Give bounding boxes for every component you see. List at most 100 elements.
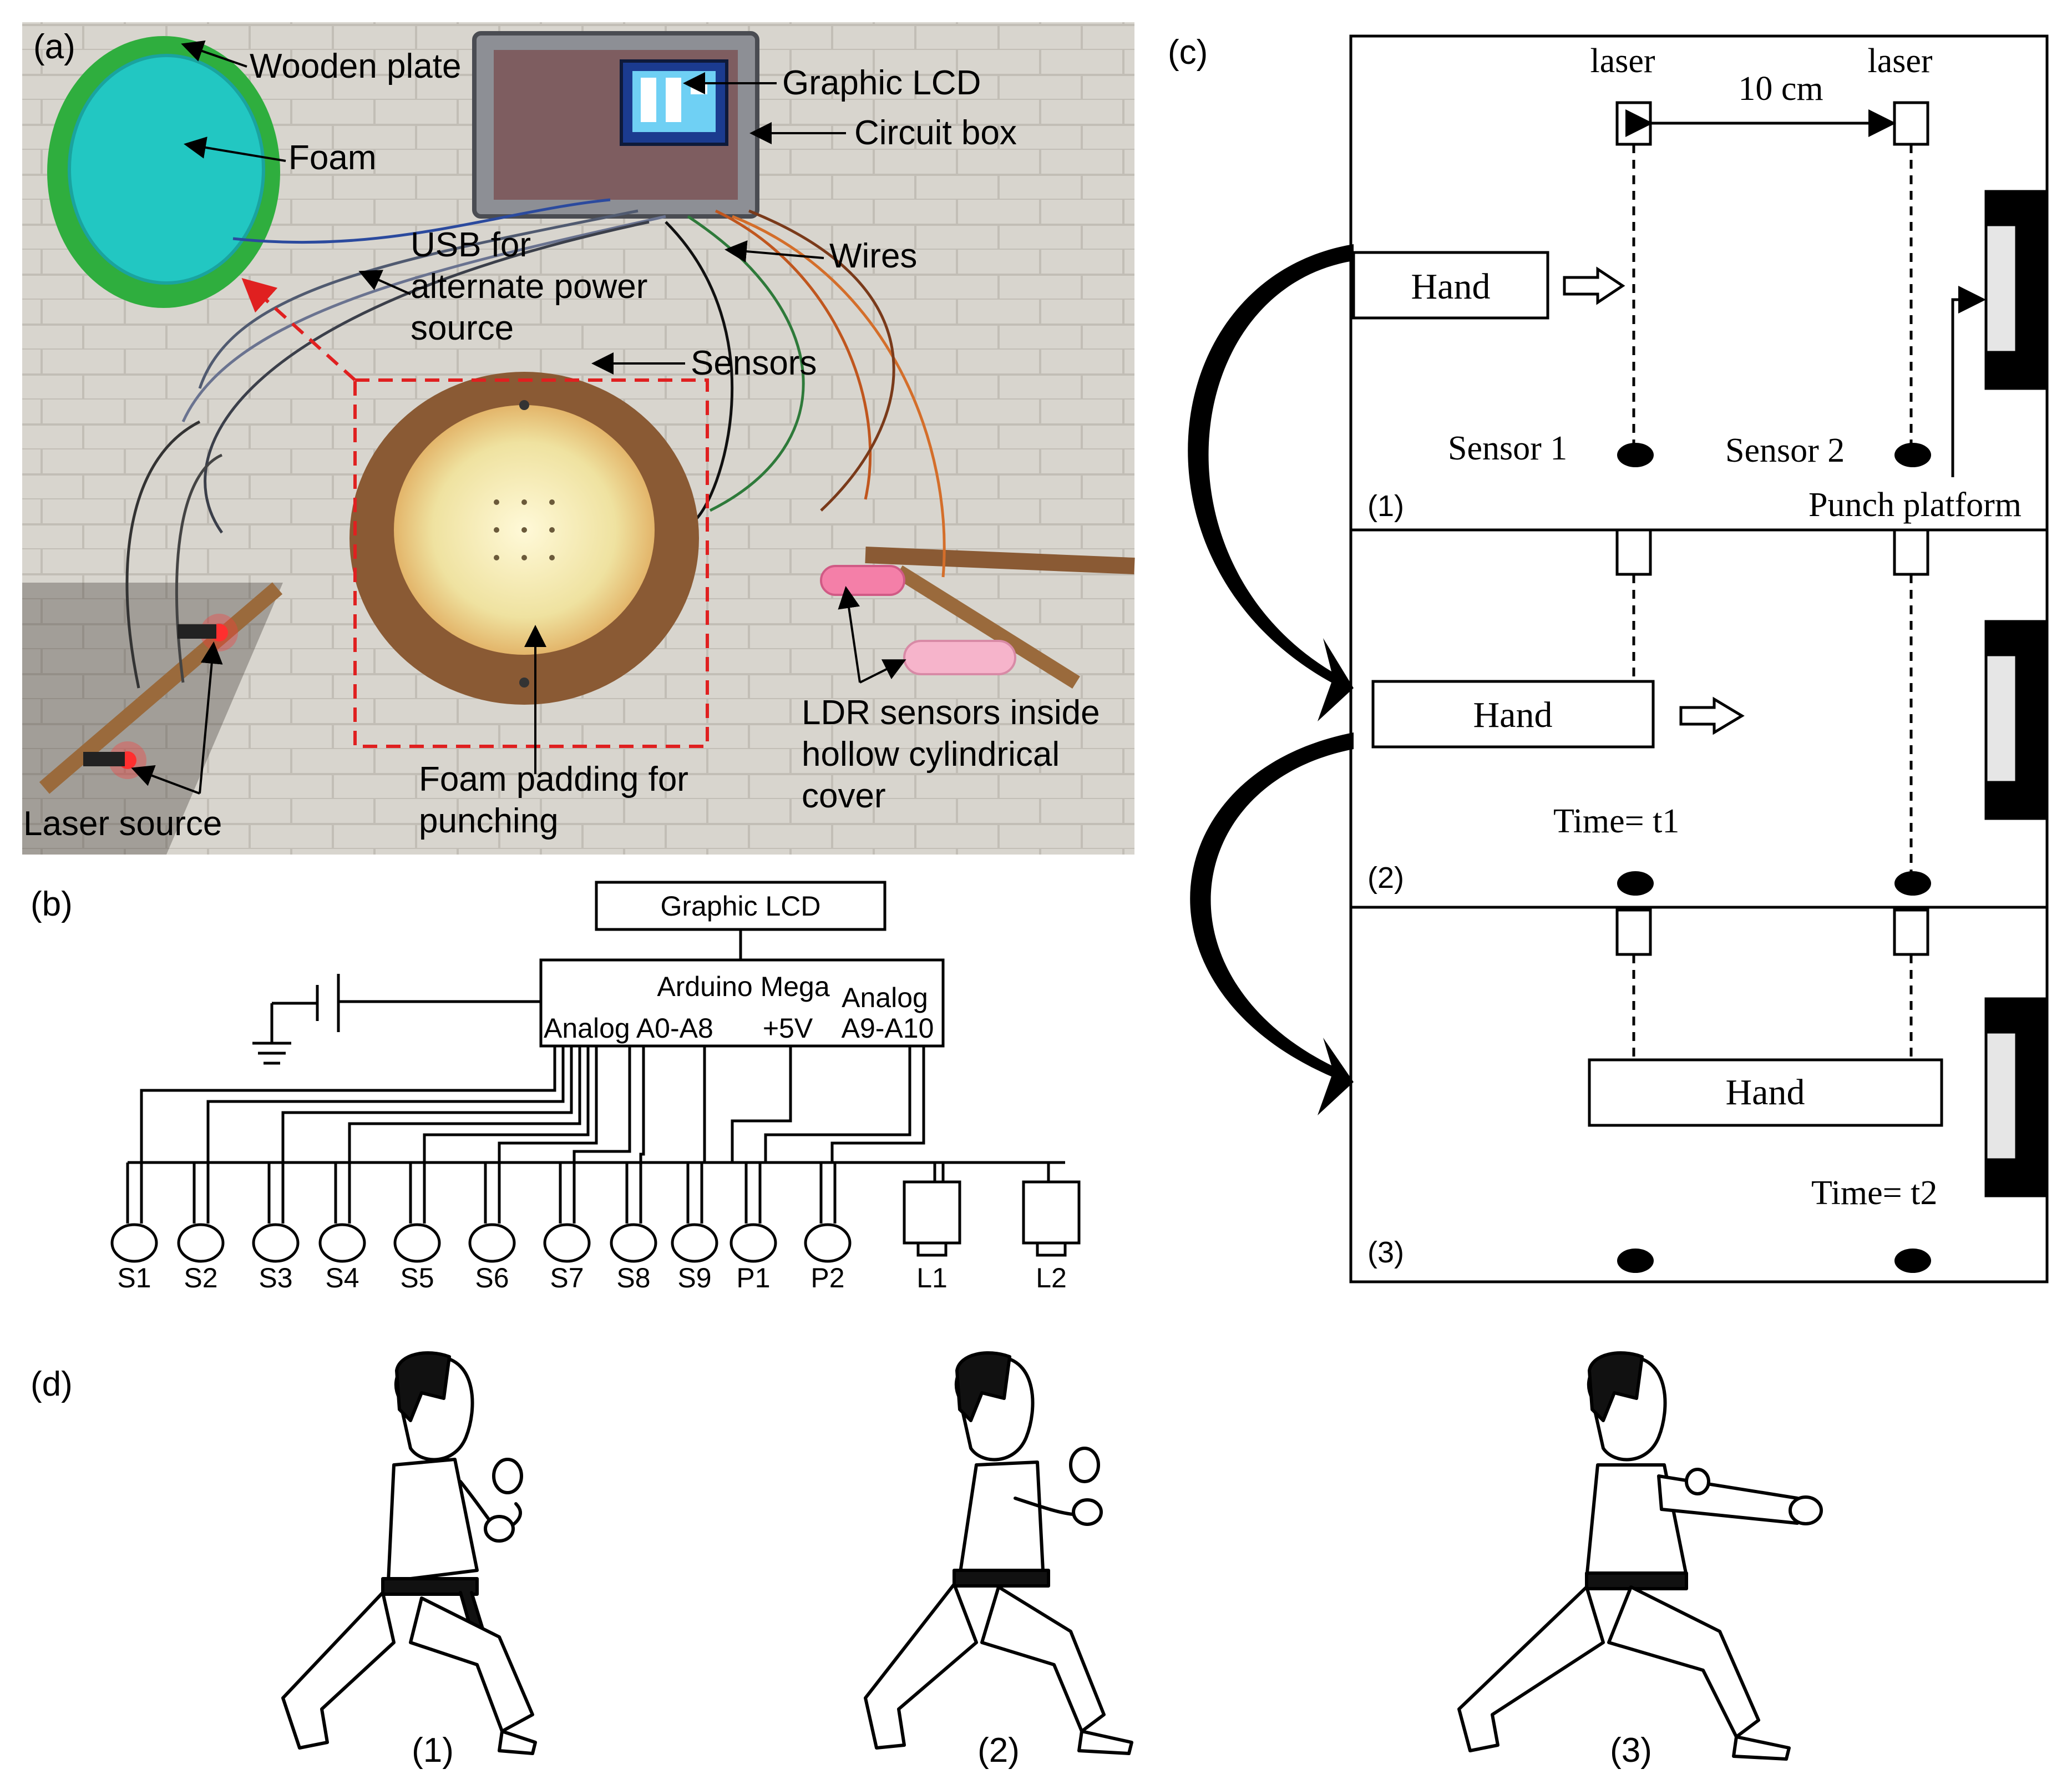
label-foam: Foam	[288, 139, 376, 177]
laser-2-stage-1	[1893, 101, 1929, 146]
wooden-rod-right	[865, 547, 1135, 574]
step-label-d1: (1)	[412, 1731, 454, 1770]
analog-a0-a8-label: Analog A0-A8	[544, 1013, 713, 1044]
step-label-c3: (3)	[1367, 1236, 1404, 1269]
time-t2-label: Time= t2	[1811, 1174, 1937, 1212]
panel-b	[110, 881, 1081, 1263]
hand-stage-1[interactable]	[1352, 251, 1549, 320]
punching-arm	[1657, 1474, 1799, 1525]
hand-stage-2[interactable]	[1371, 680, 1655, 749]
move-arrow-1	[1563, 266, 1625, 305]
hand-stage-3[interactable]	[1588, 1058, 1943, 1127]
black-belt	[953, 1569, 1050, 1588]
analog-a9-a10-label: A9-A10	[842, 1013, 934, 1044]
sensor-label: S6	[475, 1262, 509, 1293]
transition-arrow-2	[1190, 732, 1354, 1115]
step-label-d2: (2)	[977, 1731, 1020, 1770]
laser-2-label: laser	[1867, 42, 1932, 80]
laser-2-stage-3	[1893, 908, 1929, 956]
fist-chamber	[1685, 1468, 1710, 1495]
panel-c-text: laser laser 10 cm Hand Sensor 1 Sensor 2…	[1367, 42, 2022, 1269]
sensor-label: S4	[325, 1262, 359, 1293]
label-ldr-1: LDR sensors inside	[802, 694, 1100, 732]
sensor-label: S3	[259, 1262, 292, 1293]
sensor-2-dot	[1894, 443, 1931, 467]
ldr-sensor-2	[903, 640, 1016, 675]
sensor-1-dot	[1617, 1249, 1654, 1273]
step-label-c1: (1)	[1367, 489, 1404, 523]
back-leg	[281, 1591, 396, 1750]
graphic-lcd-box	[595, 881, 886, 931]
label-ldr-3: cover	[802, 777, 886, 815]
punch-platform-label: Punch platform	[1808, 486, 2022, 524]
panel-label-c: (c)	[1168, 33, 1208, 72]
step-label-c2: (2)	[1367, 861, 1404, 894]
sensor-label: P1	[736, 1262, 770, 1293]
panel-d	[281, 1351, 1823, 1761]
panel-label-b: (b)	[31, 885, 73, 923]
label-laser-source: Laser source	[23, 805, 222, 843]
panel-d-text: (1) (2) (3)	[412, 1731, 1652, 1770]
wooden-rod-right-diag	[895, 565, 1080, 689]
sensor-label: P2	[810, 1262, 844, 1293]
sensor-label: S5	[400, 1262, 434, 1293]
sensor-label: S2	[184, 1262, 217, 1293]
arduino-mega-box	[539, 958, 945, 1048]
laser-1-stage-3	[1615, 908, 1652, 956]
panel-label-a: (a)	[33, 28, 75, 66]
move-arrow-2	[1679, 696, 1745, 735]
gi-top	[387, 1458, 479, 1583]
sensor-2-label: Sensor 2	[1725, 432, 1845, 469]
laser-1-stage-1	[1615, 101, 1652, 146]
black-belt	[1585, 1571, 1688, 1590]
transition-arrow-1	[1188, 244, 1354, 721]
fist-1	[492, 1458, 523, 1494]
analog-label: Analog	[842, 982, 928, 1013]
fist-1	[1069, 1447, 1100, 1483]
fist-punch	[1789, 1495, 1823, 1525]
hand-label-1: Hand	[1411, 266, 1491, 307]
karate-figure-1	[281, 1351, 537, 1755]
label-foam-padding-2: punching	[419, 802, 559, 840]
label-circuit-box: Circuit box	[854, 114, 1017, 152]
back-leg	[864, 1583, 978, 1750]
plus-5v-label: +5V	[763, 1013, 813, 1044]
lcd-label: Graphic LCD	[661, 891, 821, 922]
sensor-label: S1	[117, 1262, 151, 1293]
fist-2	[484, 1515, 515, 1543]
foam-highlight-box	[353, 378, 709, 748]
panel-label-d: (d)	[31, 1365, 73, 1403]
label-usb-1: USB for	[411, 226, 531, 264]
punch-platform-pad-3	[1984, 1030, 2018, 1161]
front-leg	[980, 1585, 1106, 1733]
laser-label: L2	[1036, 1262, 1067, 1293]
gi-top	[958, 1460, 1045, 1578]
sensor-1-dot	[1617, 443, 1654, 467]
label-ldr-2: hollow cylindrical	[802, 735, 1060, 774]
sensor-label: S9	[677, 1262, 711, 1293]
sensor-2-dot	[1894, 871, 1931, 896]
label-wooden-plate: Wooden plate	[250, 47, 461, 85]
time-t1-label: Time= t1	[1553, 802, 1679, 840]
front-leg	[1607, 1585, 1760, 1738]
fist-2	[1072, 1498, 1103, 1526]
label-usb-2: alternate power	[411, 267, 647, 306]
distance-label: 10 cm	[1738, 70, 1823, 108]
laser-1-stage-2	[1615, 528, 1652, 576]
sensor-2-dot	[1894, 1249, 1931, 1273]
arduino-label: Arduino Mega	[657, 971, 829, 1002]
label-usb-3: source	[411, 309, 514, 347]
hand-label-3: Hand	[1726, 1072, 1805, 1113]
label-sensors: Sensors	[691, 344, 817, 382]
panel-b-text: Graphic LCD Arduino Mega Analog Analog A…	[117, 891, 1066, 1293]
zoom-arrow	[241, 277, 357, 382]
sensor-1-dot	[1617, 871, 1654, 896]
back-leg	[1457, 1585, 1605, 1752]
laser-1-label: laser	[1590, 42, 1655, 80]
label-graphic-lcd: Graphic LCD	[782, 64, 981, 102]
panel-c	[1188, 34, 2049, 1283]
karate-figure-3	[1457, 1351, 1823, 1761]
label-wires: Wires	[829, 237, 917, 275]
black-belt	[381, 1577, 479, 1596]
